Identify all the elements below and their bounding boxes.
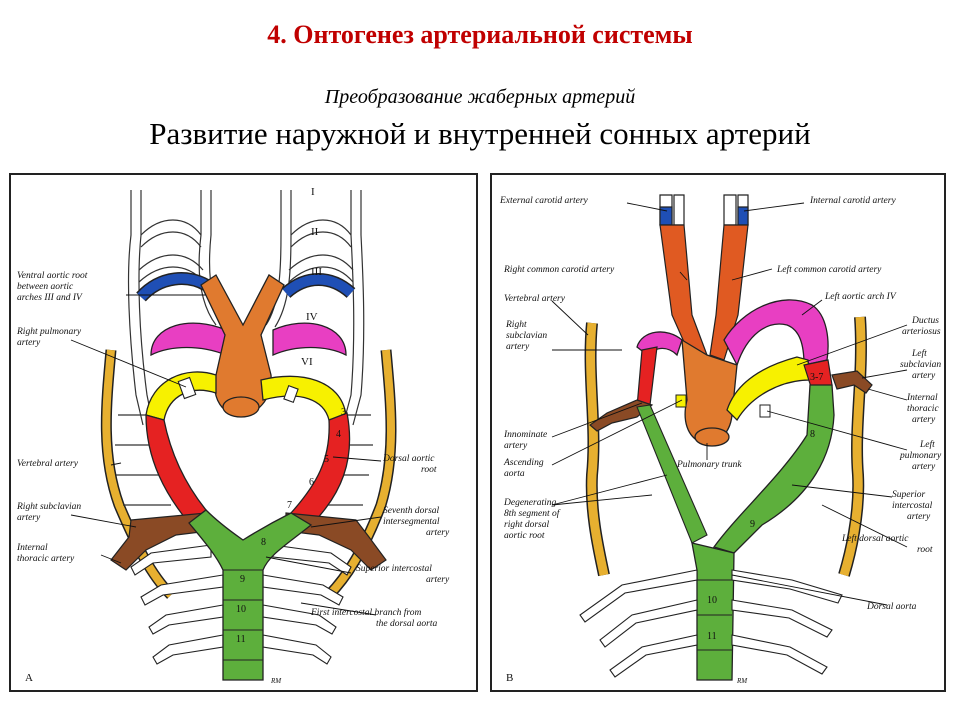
label-ventral-aortic-root: Ventral aortic root between aortic arche… [17,271,90,303]
carotid-tips [659,194,749,226]
diagram-panel-a: I II III IV VI 3 4 5 6 7 8 9 10 11 Ventr… [9,173,478,692]
label-innominate-artery: Innominate artery [503,430,550,451]
dorsal-aorta [691,542,735,681]
degenerating-right-dorsal-root [636,404,708,544]
aortic-arch-IV-right [272,322,347,357]
roman-numeral: VI [301,356,313,368]
page-heading: Развитие наружной и внутренней сонных ар… [149,116,811,151]
segment-number: 8 [810,429,815,440]
right-pulmonary-stub [177,376,197,400]
segment-number: 3 [341,407,346,418]
label-internal-carotid-artery: Internal carotid artery [809,196,896,206]
segment-number: 7 [287,500,292,511]
label-left-pulmonary-artery: Left pulmonary artery [899,439,944,472]
pulmonary-trunk-base [694,427,730,447]
aorta-segment-lines [697,579,732,651]
aortic-arch-VI-left [145,371,217,421]
diagram-b-svg: 3-7 8 9 10 11 External carotid artery In… [499,194,944,685]
label-ductus-arteriosus: Ductus arteriosus [902,316,941,337]
page-subtitle: Преобразование жаберных артерий [324,86,636,108]
segment-number: 4 [336,429,341,440]
segment-number: 6 [309,477,314,488]
label-degenerating-8th-segment: Degenerating 8th segment of right dorsal… [503,498,562,541]
label-first-intercostal-branch: First intercostal branch from the dorsal… [310,607,437,629]
label-superior-intercostal-artery: Superior intercostal artery [356,564,450,585]
label-left-common-carotid-artery: Left common carotid artery [776,264,882,275]
aorta-segment-lines [223,569,263,661]
left-subclavian-artery [831,370,873,394]
leader-lines [551,202,908,606]
segment-number: 11 [707,631,717,642]
aortic-arch-IV-left [150,322,227,357]
segment-number: 10 [707,595,717,606]
roman-numeral: III [311,266,322,278]
label-right-common-carotid-artery: Right common carotid artery [503,265,615,275]
dorsal-aortic-root-left [145,414,207,524]
leader-lines [70,294,382,616]
intercostal-branches [130,544,352,665]
segment-number: 11 [236,634,246,645]
diagram-a-svg: I II III IV VI 3 4 5 6 7 8 9 10 11 Ventr… [16,186,450,685]
panel-letter: B [506,672,513,684]
segment-number: 9 [240,574,245,585]
label-pulmonary-trunk: Pulmonary trunk [676,460,742,470]
label-ascending-aorta: Ascending aorta [503,458,546,479]
aortic-sac [222,396,260,418]
label-internal-thoracic-artery: Internal thoracic artery [906,393,941,425]
segment-number: 9 [750,519,755,530]
label-internal-thoracic-artery: Internal thoracic artery [16,543,75,564]
segment-number: 5 [324,454,329,465]
label-external-carotid-artery: External carotid artery [499,196,589,206]
label-left-aortic-arch-IV: Left aortic arch IV [824,291,897,302]
roman-numeral: IV [306,311,318,323]
segment-number: 10 [236,604,246,615]
aortic-arch-VI-right [260,375,347,421]
diagram-panel-b: 3-7 8 9 10 11 External carotid artery In… [490,173,946,692]
left-aortic-arch-IV [723,299,829,367]
roman-numeral: II [311,226,319,238]
label-dorsal-aorta: Dorsal aorta [866,602,917,612]
label-left-dorsal-aortic-root: Left dorsal aortic root [841,533,933,555]
label-left-subclavian-artery: Left subclavian artery [900,348,944,381]
label-seventh-dorsal-intersegmental-artery: Seventh dorsal intersegmental artery [383,506,450,538]
label-right-subclavian-artery: Right subclavian artery [16,502,84,523]
artist-signature: RM [270,677,282,685]
label-vertebral-artery: Vertebral artery [17,459,79,469]
panel-letter: A [25,672,33,684]
intercostal-branches [579,569,843,678]
left-pulmonary-stub [283,385,299,403]
label-vertebral-artery: Vertebral artery [504,294,566,304]
roman-numeral: I [311,186,315,198]
segment-number: 3-7 [810,372,823,383]
label-right-subclavian-artery: Right subclavian artery [505,320,550,352]
dorsal-aorta [188,509,313,681]
label-dorsal-aortic-root: Dorsal aortic root [382,454,437,475]
label-superior-intercostal-artery: Superior intercostal artery [892,490,935,522]
innominate-artery [636,346,658,408]
left-pulmonary-stub [759,404,771,418]
artist-signature: RM [736,677,748,685]
segment-number: 8 [261,537,266,548]
label-right-pulmonary-artery: Right pulmonary artery [16,327,84,348]
page-title: 4. Онтогенез артериальной системы [267,20,693,49]
